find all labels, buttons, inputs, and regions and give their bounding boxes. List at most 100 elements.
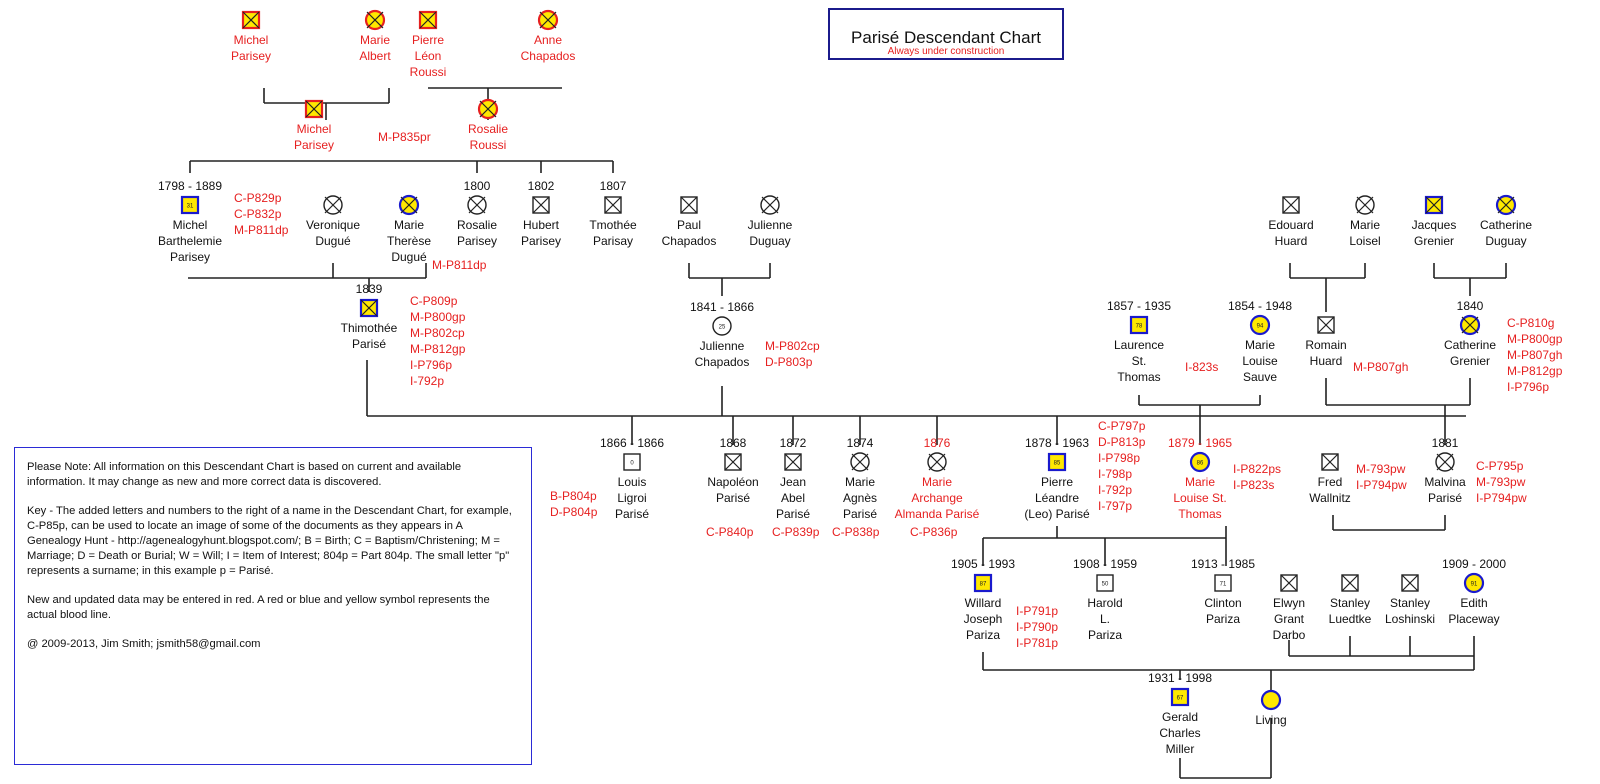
person-name-line: Pierre — [1041, 475, 1073, 489]
person-name-line: Duguay — [749, 234, 790, 248]
person-name-line: Grenier — [1450, 354, 1490, 368]
person-name-line: Placeway — [1448, 612, 1499, 626]
reference-code: I-797p — [1098, 499, 1132, 513]
symbol-badge: 85 — [1054, 461, 1061, 467]
symbol-badge: 50 — [1102, 582, 1109, 588]
symbol-cross — [928, 453, 946, 471]
reference-ref-jean-abel: C-P839p — [772, 525, 820, 539]
person-name-line: Rosalie — [468, 122, 508, 136]
circle-symbol-icon — [537, 9, 559, 31]
person-dates: 1802 — [528, 179, 555, 193]
person-name-line: Thomas — [1178, 507, 1221, 521]
person-name-line: Marie — [845, 475, 875, 489]
person-name-line: Roussi — [410, 65, 447, 79]
person-name-line: Parisé — [1428, 491, 1462, 505]
person-name-line: Tmothée — [589, 218, 637, 232]
person-name-line: Luedtke — [1329, 612, 1372, 626]
person-dates: 1872 — [780, 436, 807, 450]
person-dates: 1798 - 1889 — [158, 179, 222, 193]
reference-code: I-P822ps — [1233, 462, 1281, 476]
person-living[interactable]: Living — [1255, 689, 1287, 727]
person-name-line: Romain — [1305, 338, 1346, 352]
reference-code: I-P796p — [410, 358, 452, 372]
person-dates: 1840 — [1457, 299, 1484, 313]
person-dates: 1881 — [1432, 436, 1459, 450]
person-name-line: Miller — [1166, 742, 1195, 756]
reference-code: C-P809p — [410, 294, 458, 308]
reference-code: C-P810g — [1507, 316, 1554, 330]
symbol-cross — [604, 196, 622, 214]
reference-code: I-P823s — [1233, 478, 1274, 492]
note-paragraph-key: Key - The added letters and numbers to t… — [27, 505, 512, 577]
box-symbol-icon — [1321, 453, 1339, 471]
person-name-line: Louis — [618, 475, 647, 489]
symbol-cross — [1436, 453, 1454, 471]
box-symbol-icon — [784, 453, 802, 471]
reference-code: M-P800gp — [410, 310, 466, 324]
person-name-line: Harold — [1087, 596, 1122, 610]
reference-code: M-P811dp — [234, 223, 289, 237]
person-name-line: Barthelemie — [158, 234, 222, 248]
box-symbol-icon — [1282, 196, 1300, 214]
reference-ref-marie-agnes: C-P838p — [832, 525, 880, 539]
reference-code: D-P803p — [765, 355, 813, 369]
person-name-line: Julienne — [748, 218, 793, 232]
symbol-badge: 87 — [980, 582, 987, 588]
reference-code: M-P811dp — [432, 258, 487, 272]
symbol-shape — [1249, 314, 1271, 336]
person-name-line: Parisé — [776, 507, 810, 521]
circle-symbol-icon — [1495, 194, 1517, 216]
person-name-line: Chapados — [695, 355, 750, 369]
reference-code: I-823s — [1185, 360, 1218, 374]
reference-code: B-P804p — [550, 489, 597, 503]
box-symbol-icon: 87 — [973, 573, 993, 593]
box-symbol-icon: 31 — [180, 195, 200, 215]
circle-symbol-icon — [1355, 195, 1375, 215]
reference-code: C-P832p — [234, 207, 282, 221]
box-symbol-icon: 85 — [1047, 452, 1067, 472]
